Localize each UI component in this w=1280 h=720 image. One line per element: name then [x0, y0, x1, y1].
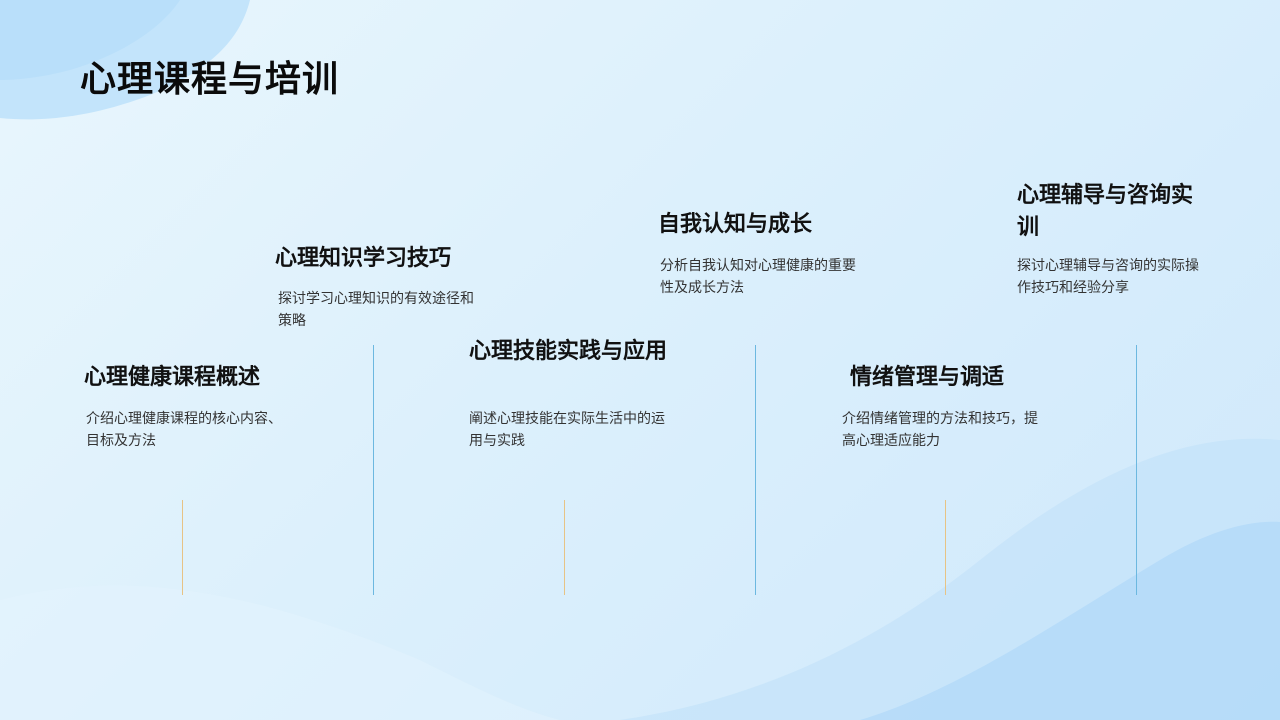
timeline-line-short	[182, 500, 183, 595]
card-title-psych-course-overview: 心理健康课程概述	[84, 365, 261, 390]
card-desc-knowledge-learning: 探讨学习心理知识的有效途径和策略	[278, 291, 474, 329]
card-title-self-awareness: 自我认知与成长	[658, 212, 813, 237]
card-title-counseling-training: 心理辅导与咨询实训	[1017, 183, 1194, 240]
card-desc-psych-course-overview: 介绍心理健康课程的核心内容、目标及方法	[86, 411, 282, 449]
timeline-line-tall	[755, 345, 756, 595]
timeline-line-short	[564, 500, 565, 595]
card-desc-counseling-training: 探讨心理辅导与咨询的实际操作技巧和经验分享	[1017, 258, 1199, 296]
card-desc-emotion-management: 介绍情绪管理的方法和技巧，提高心理适应能力	[842, 411, 1038, 449]
timeline-line-tall	[1136, 345, 1137, 595]
card-desc-skill-practice: 阐述心理技能在实际生活中的运用与实践	[469, 411, 665, 449]
card-desc-self-awareness: 分析自我认知对心理健康的重要性及成长方法	[660, 258, 856, 296]
page-title: 心理课程与培训	[80, 59, 340, 100]
timeline-line-short	[945, 500, 946, 595]
timeline-line-tall	[373, 345, 374, 595]
card-title-skill-practice: 心理技能实践与应用	[469, 339, 668, 364]
card-title-emotion-management: 情绪管理与调适	[850, 365, 1005, 390]
card-title-knowledge-learning: 心理知识学习技巧	[275, 246, 452, 271]
